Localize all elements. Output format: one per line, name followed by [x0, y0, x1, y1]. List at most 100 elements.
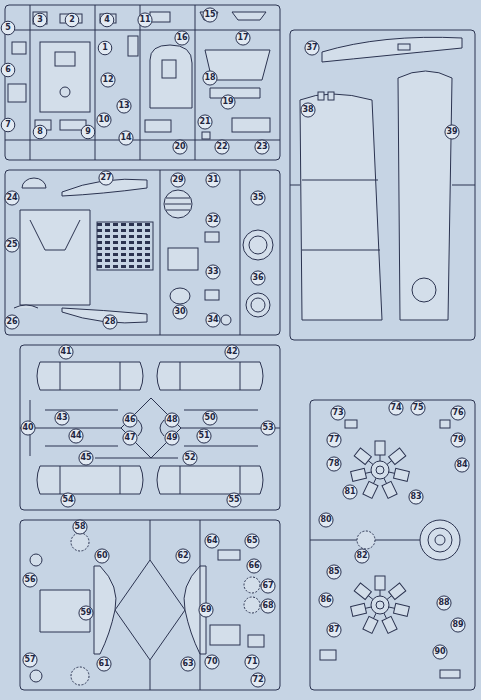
callout-number: 74 [390, 404, 401, 412]
callout-number: 21 [199, 118, 210, 126]
callout-circle [451, 406, 465, 420]
callout-number: 47 [124, 434, 135, 442]
callout-circle [236, 31, 250, 45]
callout-number: 62 [177, 552, 188, 560]
callout-number: 71 [246, 658, 257, 666]
callout-circle [389, 401, 403, 415]
callout-number: 78 [328, 460, 339, 468]
callout-circle [21, 421, 35, 435]
callout-circle [99, 171, 113, 185]
callout-number: 19 [222, 98, 233, 106]
callout-circle [97, 113, 111, 127]
callout-circle [5, 238, 19, 252]
callout-circle [205, 655, 219, 669]
callout-circle [100, 13, 114, 27]
callout-circle [61, 493, 75, 507]
callout-circle [5, 315, 19, 329]
callout-circle [1, 21, 15, 35]
callout-circle [331, 406, 345, 420]
callout-number: 33 [207, 268, 218, 276]
callout-number: 6 [5, 66, 11, 74]
callout-number: 59 [80, 609, 91, 617]
callout-number: 85 [328, 568, 339, 576]
callout-circle [245, 534, 259, 548]
callout-circle [81, 125, 95, 139]
callout-circle [206, 265, 220, 279]
callout-circle [205, 534, 219, 548]
callout-circle [225, 345, 239, 359]
callout-number: 81 [344, 488, 355, 496]
callout-circle [175, 31, 189, 45]
callout-circle [1, 118, 15, 132]
callout-circle [117, 99, 131, 113]
sprue-frame [5, 170, 280, 335]
callout-circle [451, 433, 465, 447]
callout-circle [327, 457, 341, 471]
callout-number: 35 [252, 194, 263, 202]
callout-number: 80 [320, 516, 331, 524]
parts [20, 362, 280, 494]
callout-number: 60 [96, 552, 107, 560]
callout-circle [98, 41, 112, 55]
callout-circle [445, 125, 459, 139]
callout-circle [247, 559, 261, 573]
callout-circle [437, 596, 451, 610]
callout-circle [261, 599, 275, 613]
callout-circle [343, 485, 357, 499]
callout-circle [327, 433, 341, 447]
callout-number: 51 [198, 432, 209, 440]
callout-circle [103, 315, 117, 329]
callout-circle [409, 490, 423, 504]
callout-circle [206, 313, 220, 327]
callout-number: 66 [248, 562, 259, 570]
callout-number: 31 [207, 176, 218, 184]
callout-circle [221, 95, 235, 109]
parts [30, 520, 264, 690]
callout-number: 90 [434, 648, 445, 656]
callout-number: 42 [226, 348, 237, 356]
callout-circle [251, 673, 265, 687]
callout-number: 54 [62, 496, 73, 504]
callout-circle [327, 565, 341, 579]
sprue-frame [20, 345, 280, 510]
callout-number: 37 [306, 44, 317, 52]
callout-circle [261, 579, 275, 593]
callout-number: 89 [452, 621, 463, 629]
callout-circle [79, 451, 93, 465]
callout-circle [119, 131, 133, 145]
callout-circle [206, 213, 220, 227]
callout-circle [33, 13, 47, 27]
callout-number: 3 [37, 16, 43, 24]
callout-circle [411, 401, 425, 415]
callout-number: 27 [100, 174, 111, 182]
callout-number: 70 [206, 658, 217, 666]
callout-number: 82 [356, 552, 367, 560]
callout-circle [327, 623, 341, 637]
callout-circle [23, 573, 37, 587]
callout-circle [183, 451, 197, 465]
callout-circle [5, 191, 19, 205]
callout-circle [173, 305, 187, 319]
callout-number: 84 [456, 461, 467, 469]
sprue-frame [20, 520, 280, 690]
callout-circle [65, 13, 79, 27]
callout-circle [255, 140, 269, 154]
callout-number: 52 [184, 454, 195, 462]
callout-number: 16 [176, 34, 187, 42]
callout-circle [59, 345, 73, 359]
callout-number: 86 [320, 596, 331, 604]
callout-number: 40 [22, 424, 33, 432]
callout-number: 5 [5, 24, 11, 32]
callout-number: 39 [446, 128, 457, 136]
callout-circle [355, 549, 369, 563]
callout-circle [171, 173, 185, 187]
radial-engine [351, 441, 410, 498]
callout-number: 65 [246, 537, 257, 545]
callout-number: 77 [328, 436, 339, 444]
callout-number: 26 [6, 318, 17, 326]
callout-number: 36 [252, 274, 263, 282]
callout-number: 32 [207, 216, 218, 224]
callout-number: 22 [216, 143, 227, 151]
callout-circle [215, 140, 229, 154]
